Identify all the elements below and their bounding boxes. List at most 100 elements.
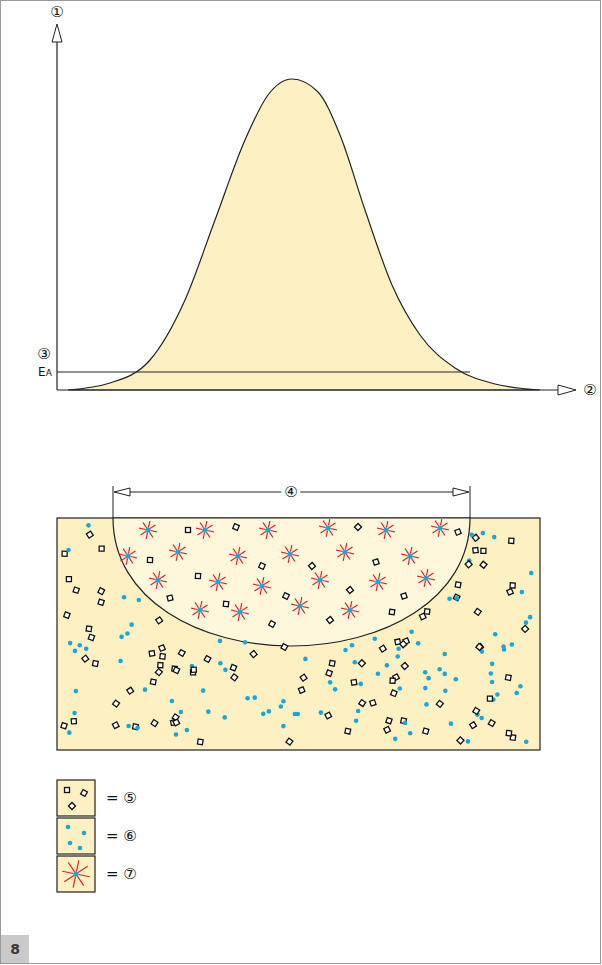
particle — [455, 529, 461, 535]
particle — [403, 721, 408, 726]
particle — [522, 625, 529, 632]
particle — [358, 682, 363, 687]
particle — [473, 547, 479, 553]
particle — [469, 532, 474, 537]
particle — [454, 677, 459, 682]
axis-label: ② — [583, 383, 596, 398]
activated-particle — [336, 543, 354, 561]
particle — [395, 654, 400, 659]
particle — [520, 590, 525, 595]
particle — [174, 732, 179, 737]
particle — [185, 728, 190, 733]
particle — [151, 720, 158, 727]
particle — [325, 712, 332, 719]
threshold-line — [57, 371, 470, 372]
particle — [86, 626, 92, 632]
particle — [437, 667, 442, 672]
particle — [73, 587, 79, 593]
legend-text: = ⑦ — [106, 867, 137, 882]
activated-particle — [417, 569, 435, 587]
activated-particle — [281, 545, 299, 563]
material-block — [57, 518, 540, 750]
particle — [126, 724, 131, 729]
particle — [127, 687, 134, 694]
particle — [343, 648, 348, 653]
particle — [505, 675, 511, 681]
particle — [356, 709, 361, 714]
y-axis — [56, 40, 57, 390]
particle — [351, 679, 357, 685]
particle — [167, 595, 173, 601]
particle — [506, 730, 512, 736]
particle — [159, 645, 165, 651]
activated-particle — [231, 603, 249, 621]
particle — [470, 722, 477, 729]
particle — [74, 689, 79, 694]
particle — [197, 739, 203, 745]
particle — [150, 679, 156, 685]
particle — [82, 831, 87, 836]
activated-particle — [401, 547, 419, 565]
activated-particle — [196, 521, 214, 539]
activated-particle — [229, 547, 247, 565]
legend-text: = ⑥ — [106, 829, 137, 844]
particle — [186, 528, 191, 533]
activated-particle — [311, 571, 329, 589]
legend-swatch — [57, 780, 95, 816]
particle — [233, 524, 240, 531]
activated-particle — [139, 521, 157, 539]
particle — [66, 577, 71, 582]
distribution-curve — [68, 79, 540, 390]
activated-particle — [431, 519, 449, 537]
axis-arrowhead — [52, 24, 62, 42]
particle — [170, 699, 175, 704]
activated-particle — [149, 571, 167, 589]
particle — [261, 712, 266, 717]
particle — [442, 672, 447, 677]
particle — [481, 548, 486, 553]
particle — [178, 650, 185, 657]
particle — [443, 689, 448, 694]
activated-particle — [191, 601, 209, 619]
particle — [308, 562, 315, 569]
particle — [64, 612, 70, 618]
particle — [391, 690, 398, 697]
particle — [119, 635, 124, 640]
particle — [346, 586, 353, 593]
particle — [350, 643, 355, 648]
x-axis — [57, 389, 560, 390]
particle — [401, 593, 407, 599]
particle — [298, 687, 305, 694]
particle — [333, 687, 338, 692]
particle — [457, 737, 464, 744]
figure-number-box: 8 — [1, 935, 29, 963]
particle — [201, 688, 206, 693]
particle — [245, 696, 250, 701]
particle — [326, 670, 332, 676]
particle — [514, 691, 519, 696]
particle — [252, 695, 257, 700]
particle — [502, 647, 507, 652]
particle — [424, 702, 429, 707]
particle — [372, 636, 377, 641]
particle — [250, 651, 257, 658]
activated-particle — [62, 860, 89, 887]
particle — [173, 719, 180, 726]
particle — [487, 696, 492, 701]
particle — [455, 582, 461, 588]
particle — [423, 728, 429, 734]
activated-particle — [119, 547, 137, 565]
particle — [135, 726, 140, 731]
particle — [384, 726, 391, 733]
particle — [326, 616, 333, 623]
particle — [279, 704, 284, 709]
particle — [385, 663, 390, 668]
particle — [281, 699, 286, 704]
particle — [398, 686, 403, 691]
particle — [490, 662, 495, 667]
particle — [528, 615, 533, 620]
particle — [84, 646, 89, 651]
particle — [68, 802, 75, 809]
particle — [65, 788, 70, 793]
particle — [370, 700, 376, 706]
